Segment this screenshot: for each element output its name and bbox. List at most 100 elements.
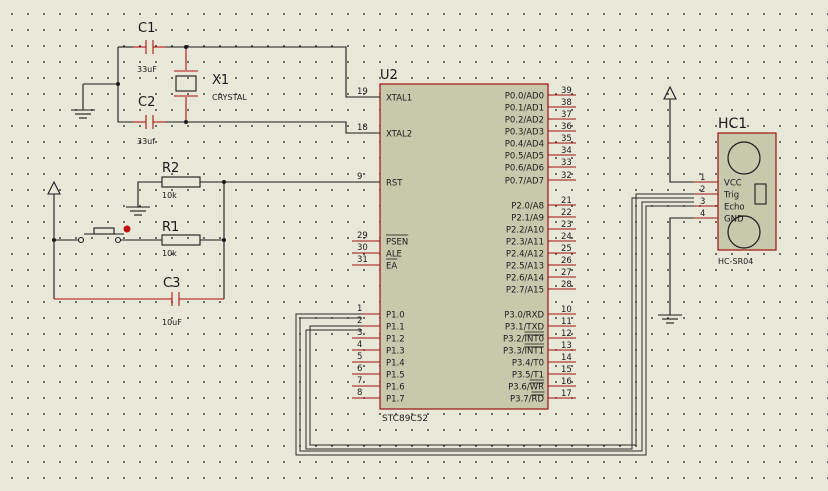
u2-pin-p1-6[interactable]: 7P1.6 [352,376,405,393]
u2-pin-name: P2.6/A14 [506,274,544,284]
power-arrow-hc [663,85,694,183]
capacitor-c2[interactable]: C2 33uf [133,95,166,146]
u2-pin-name: EA [386,262,397,272]
u2-pin-p1-4[interactable]: 5P1.4 [352,352,405,369]
c3-value-label: 10uF [162,318,182,327]
u2-pin-number: 22 [561,208,572,218]
u2-pin-number: 33 [561,158,572,168]
u2-pin-name: P3.6/WR [508,383,544,393]
hc1-pin-name: Trig [723,191,739,201]
hc1-part-label: HC-SR04 [718,257,753,266]
u2-pin-number: 15 [561,365,572,375]
crystal-x1[interactable]: X1 CRYSTAL [174,47,247,122]
u2-pin-name: P1.1 [386,323,405,333]
u2-pin-name: P0.3/AD3 [505,128,544,138]
u2-pin-name: P2.7/A15 [506,286,544,296]
x1-value-label: CRYSTAL [212,93,247,102]
u2-pin-number: 27 [561,268,572,278]
u2-pin-number: 36 [561,122,572,132]
capacitor-c1[interactable]: C1 33uF [133,21,166,74]
c1-value-label: 33uF [137,65,157,74]
u2-pin-name: P1.4 [386,359,405,369]
u2-pin-name: P0.2/AD2 [505,116,544,126]
u2-pin-number: 37 [561,110,572,120]
u2-part-label: STC89C52 [382,414,428,424]
u2-microcontroller[interactable]: U2 STC89C52 19XTAL118XTAL29RST29PSEN30AL… [352,68,576,424]
u2-pin-number: 35 [561,134,572,144]
u2-pin-name: P0.7/AD7 [505,177,544,187]
u2-pin-number: 9 [357,172,362,182]
x1-ref-label: X1 [212,73,229,88]
reset-push-button[interactable] [54,225,162,244]
hc1-pin-number: 4 [700,209,705,219]
hc1-pin-name: Echo [724,203,745,213]
capacitor-c3[interactable]: C3 10uF [54,276,224,327]
u2-pin-name: P1.3 [386,347,405,357]
hc1-pin-number: 1 [700,173,705,183]
ground-symbol-crystal [71,84,95,119]
resistor-r2[interactable]: R2 10k [161,161,201,200]
u2-pin-number: 11 [561,317,572,327]
resistor-r1[interactable]: R1 10k [161,220,201,258]
power-arrow-reset [47,180,61,299]
u2-pin-name: P1.5 [386,371,405,381]
u2-pin-number: 1 [357,304,362,314]
u2-ref-label: U2 [380,68,398,83]
u2-pin-name: P0.1/AD1 [505,104,544,114]
u2-pin-p1-7[interactable]: 8P1.7 [352,388,405,405]
u2-pin-name: P2.4/A12 [506,250,544,260]
c2-ref-label: C2 [138,95,155,110]
ground-symbol-reset [126,206,150,216]
u2-pin-number: 34 [561,146,572,156]
u2-pin-p1-5[interactable]: 6P1.5 [352,364,405,381]
r2-ref-label: R2 [162,161,179,176]
u2-pin-name: P3.5/T1 [512,371,544,381]
u2-pin-name: XTAL2 [386,130,412,140]
c2-value-label: 33uf [137,137,155,146]
trig-echo-wires [295,193,694,456]
u2-pin-number: 39 [561,86,572,96]
u2-pin-p1-2[interactable]: 3P1.2 [352,328,405,345]
u2-pin-number: 28 [561,280,572,290]
u2-pin-name: ALE [386,250,402,260]
u2-pin-number: 10 [561,305,572,315]
u2-pin-name: RST [386,179,403,189]
u2-pin-p1-3[interactable]: 4P1.3 [352,340,405,357]
u2-pin-name: P3.1/TXD [505,323,545,333]
u2-pin-number: 5 [357,352,362,362]
u2-pin-name: P1.6 [386,383,405,393]
